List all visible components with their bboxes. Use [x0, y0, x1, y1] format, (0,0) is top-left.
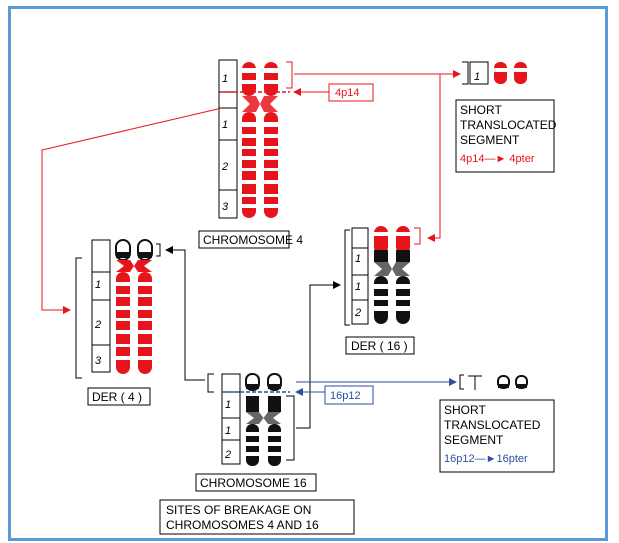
arrow-to-der16-black — [296, 285, 340, 428]
arrow-to-der4 — [42, 108, 222, 310]
breakpoint-4p14-label: 4p14 — [335, 87, 359, 99]
band-number: 1 — [355, 253, 361, 265]
chromosome-4: 1 1 2 3 — [219, 60, 292, 218]
band-number: 1 — [222, 119, 228, 131]
caption-box: SITES OF BREAKAGE ON CHROMOSOMES 4 AND 1… — [160, 500, 354, 534]
chromosome-16-label: CHROMOSOME 16 — [200, 476, 307, 490]
band-number: 1 — [225, 425, 231, 437]
caption-line1: SITES OF BREAKAGE ON — [166, 503, 311, 517]
band-number: 3 — [222, 201, 229, 213]
segment-16-box: SHORT TRANSLOCATED SEGMENT 16p12—►16pter — [440, 400, 554, 472]
band-number: 2 — [94, 319, 101, 331]
arrow-to-der4-black — [166, 250, 205, 380]
chromosome-4-label: CHROMOSOME 4 — [203, 233, 303, 247]
segment-4-range: 4p14—► 4pter — [460, 153, 535, 165]
chromosome-4-label-box: CHROMOSOME 4 — [199, 231, 303, 248]
band-number: 3 — [95, 355, 102, 367]
der-16-label: DER ( 16 ) — [351, 339, 408, 353]
breakpoint-16p12-box: 16p12 — [325, 386, 373, 404]
band-number: 2 — [221, 161, 228, 173]
der-16-label-box: DER ( 16 ) — [346, 337, 414, 354]
segment-4-line1: SHORT — [460, 103, 502, 117]
der-4-label: DER ( 4 ) — [92, 390, 142, 404]
band-number: 1 — [474, 71, 480, 83]
segment-16-chromosome — [460, 375, 527, 390]
arrow-to-der16 — [428, 74, 440, 238]
segment-16-line1: SHORT — [444, 403, 486, 417]
chromosome-16: 1 1 2 — [208, 374, 294, 466]
band-number: 1 — [355, 281, 361, 293]
band-number: 1 — [225, 399, 231, 411]
der-16-chromosome: 1 1 2 — [345, 226, 420, 325]
band-number: 1 — [95, 279, 101, 291]
der-4-chromosome: 1 2 3 — [76, 240, 160, 378]
chromosome-16-label-box: CHROMOSOME 16 — [196, 474, 316, 491]
breakpoint-16p12-label: 16p12 — [330, 390, 361, 402]
segment-4-box: SHORT TRANSLOCATED SEGMENT 4p14—► 4pter — [456, 100, 557, 172]
der-4-label-box: DER ( 4 ) — [88, 388, 150, 405]
band-number: 2 — [224, 449, 231, 461]
breakpoint-4p14-box: 4p14 — [329, 84, 373, 101]
band-number: 2 — [354, 307, 361, 319]
caption-line2: CHROMOSOMES 4 AND 16 — [166, 518, 319, 532]
segment-16-line2: TRANSLOCATED — [444, 418, 541, 432]
segment-16-line3: SEGMENT — [444, 433, 504, 447]
segment-16-range: 16p12—►16pter — [444, 453, 528, 465]
segment-4-chromosome: 1 — [462, 62, 527, 84]
band-number: 1 — [222, 73, 228, 85]
segment-4-line3: SEGMENT — [460, 133, 520, 147]
segment-4-line2: TRANSLOCATED — [460, 118, 557, 132]
